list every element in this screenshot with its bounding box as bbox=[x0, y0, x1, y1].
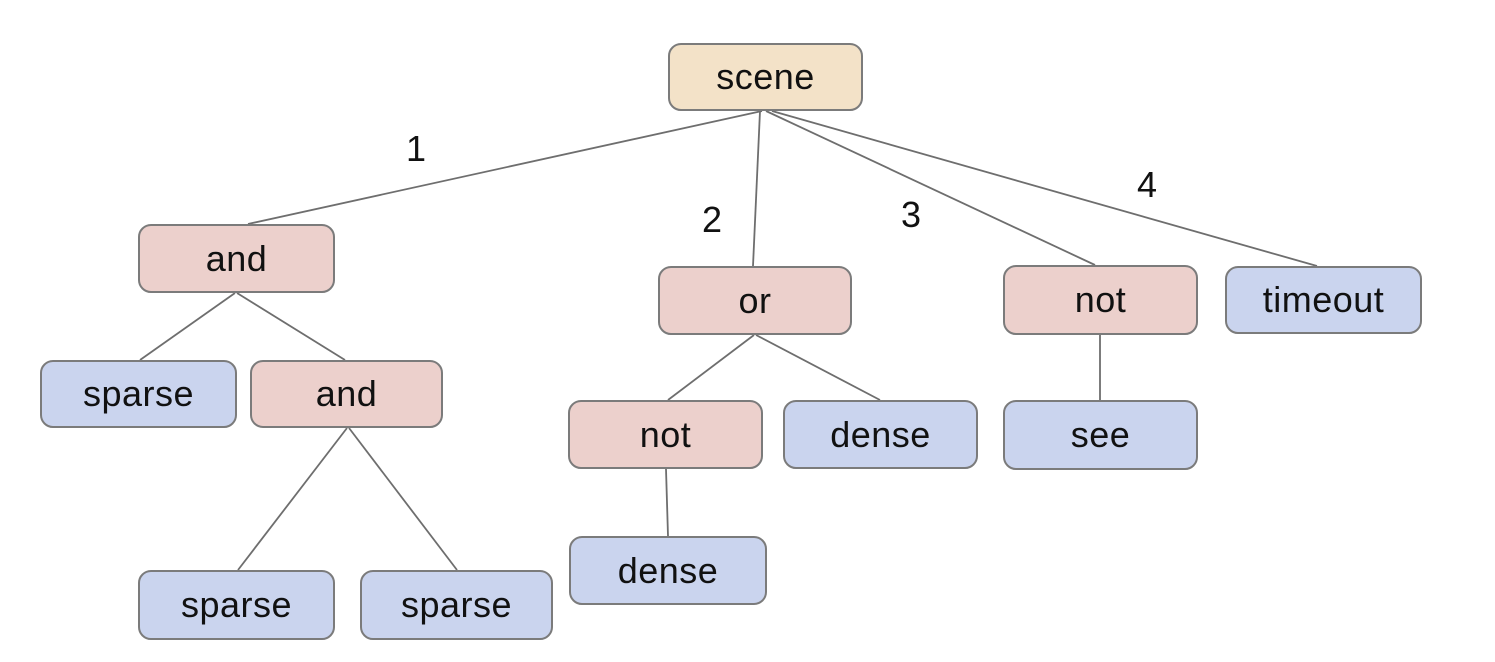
edge-label-1: 1 bbox=[405, 128, 427, 169]
node-label: sparse bbox=[180, 584, 293, 625]
edge-not2-to-dense2 bbox=[665, 468, 669, 537]
node-not2: not bbox=[568, 400, 763, 469]
node-label: dense bbox=[617, 549, 719, 591]
edge-label-3: 3 bbox=[900, 194, 922, 235]
node-and2: and bbox=[250, 360, 443, 428]
node-or1: or bbox=[658, 266, 852, 335]
node-label: sparse bbox=[82, 373, 195, 414]
edge-label-2: 2 bbox=[701, 199, 723, 240]
node-label: sparse bbox=[400, 584, 513, 625]
node-see: see bbox=[1003, 400, 1198, 470]
edge-and2-to-sparse3 bbox=[348, 427, 458, 571]
node-label: scene bbox=[716, 56, 815, 97]
edge-scene-to-not1 bbox=[765, 110, 1096, 266]
node-label: timeout bbox=[1262, 279, 1385, 320]
node-label: see bbox=[1070, 414, 1131, 455]
node-sparse1: sparse bbox=[40, 360, 237, 428]
node-sparse3: sparse bbox=[360, 570, 553, 640]
edge-and2-to-sparse2 bbox=[237, 427, 348, 571]
node-label: or bbox=[738, 279, 772, 321]
edge-scene-to-or1 bbox=[752, 110, 761, 267]
node-label: not bbox=[1074, 279, 1127, 320]
node-label: and bbox=[205, 237, 268, 279]
edge-and1-to-and2 bbox=[236, 292, 346, 361]
node-label: and bbox=[315, 373, 378, 414]
edge-label-4: 4 bbox=[1136, 164, 1158, 205]
node-and1: and bbox=[138, 224, 335, 293]
node-sparse2: sparse bbox=[138, 570, 335, 640]
node-dense1: dense bbox=[783, 400, 978, 469]
node-label: dense bbox=[830, 413, 931, 455]
node-scene: scene bbox=[668, 43, 863, 111]
edge-scene-to-and1 bbox=[247, 110, 763, 225]
edge-scene-to-timeout bbox=[771, 110, 1318, 267]
node-not1: not bbox=[1003, 265, 1198, 335]
edge-or1-to-not2 bbox=[667, 334, 755, 401]
edge-and1-to-sparse1 bbox=[139, 292, 236, 361]
edge-or1-to-dense1 bbox=[755, 334, 881, 401]
node-timeout: timeout bbox=[1225, 266, 1422, 334]
node-dense2: dense bbox=[569, 536, 767, 605]
node-label: not bbox=[639, 413, 692, 455]
